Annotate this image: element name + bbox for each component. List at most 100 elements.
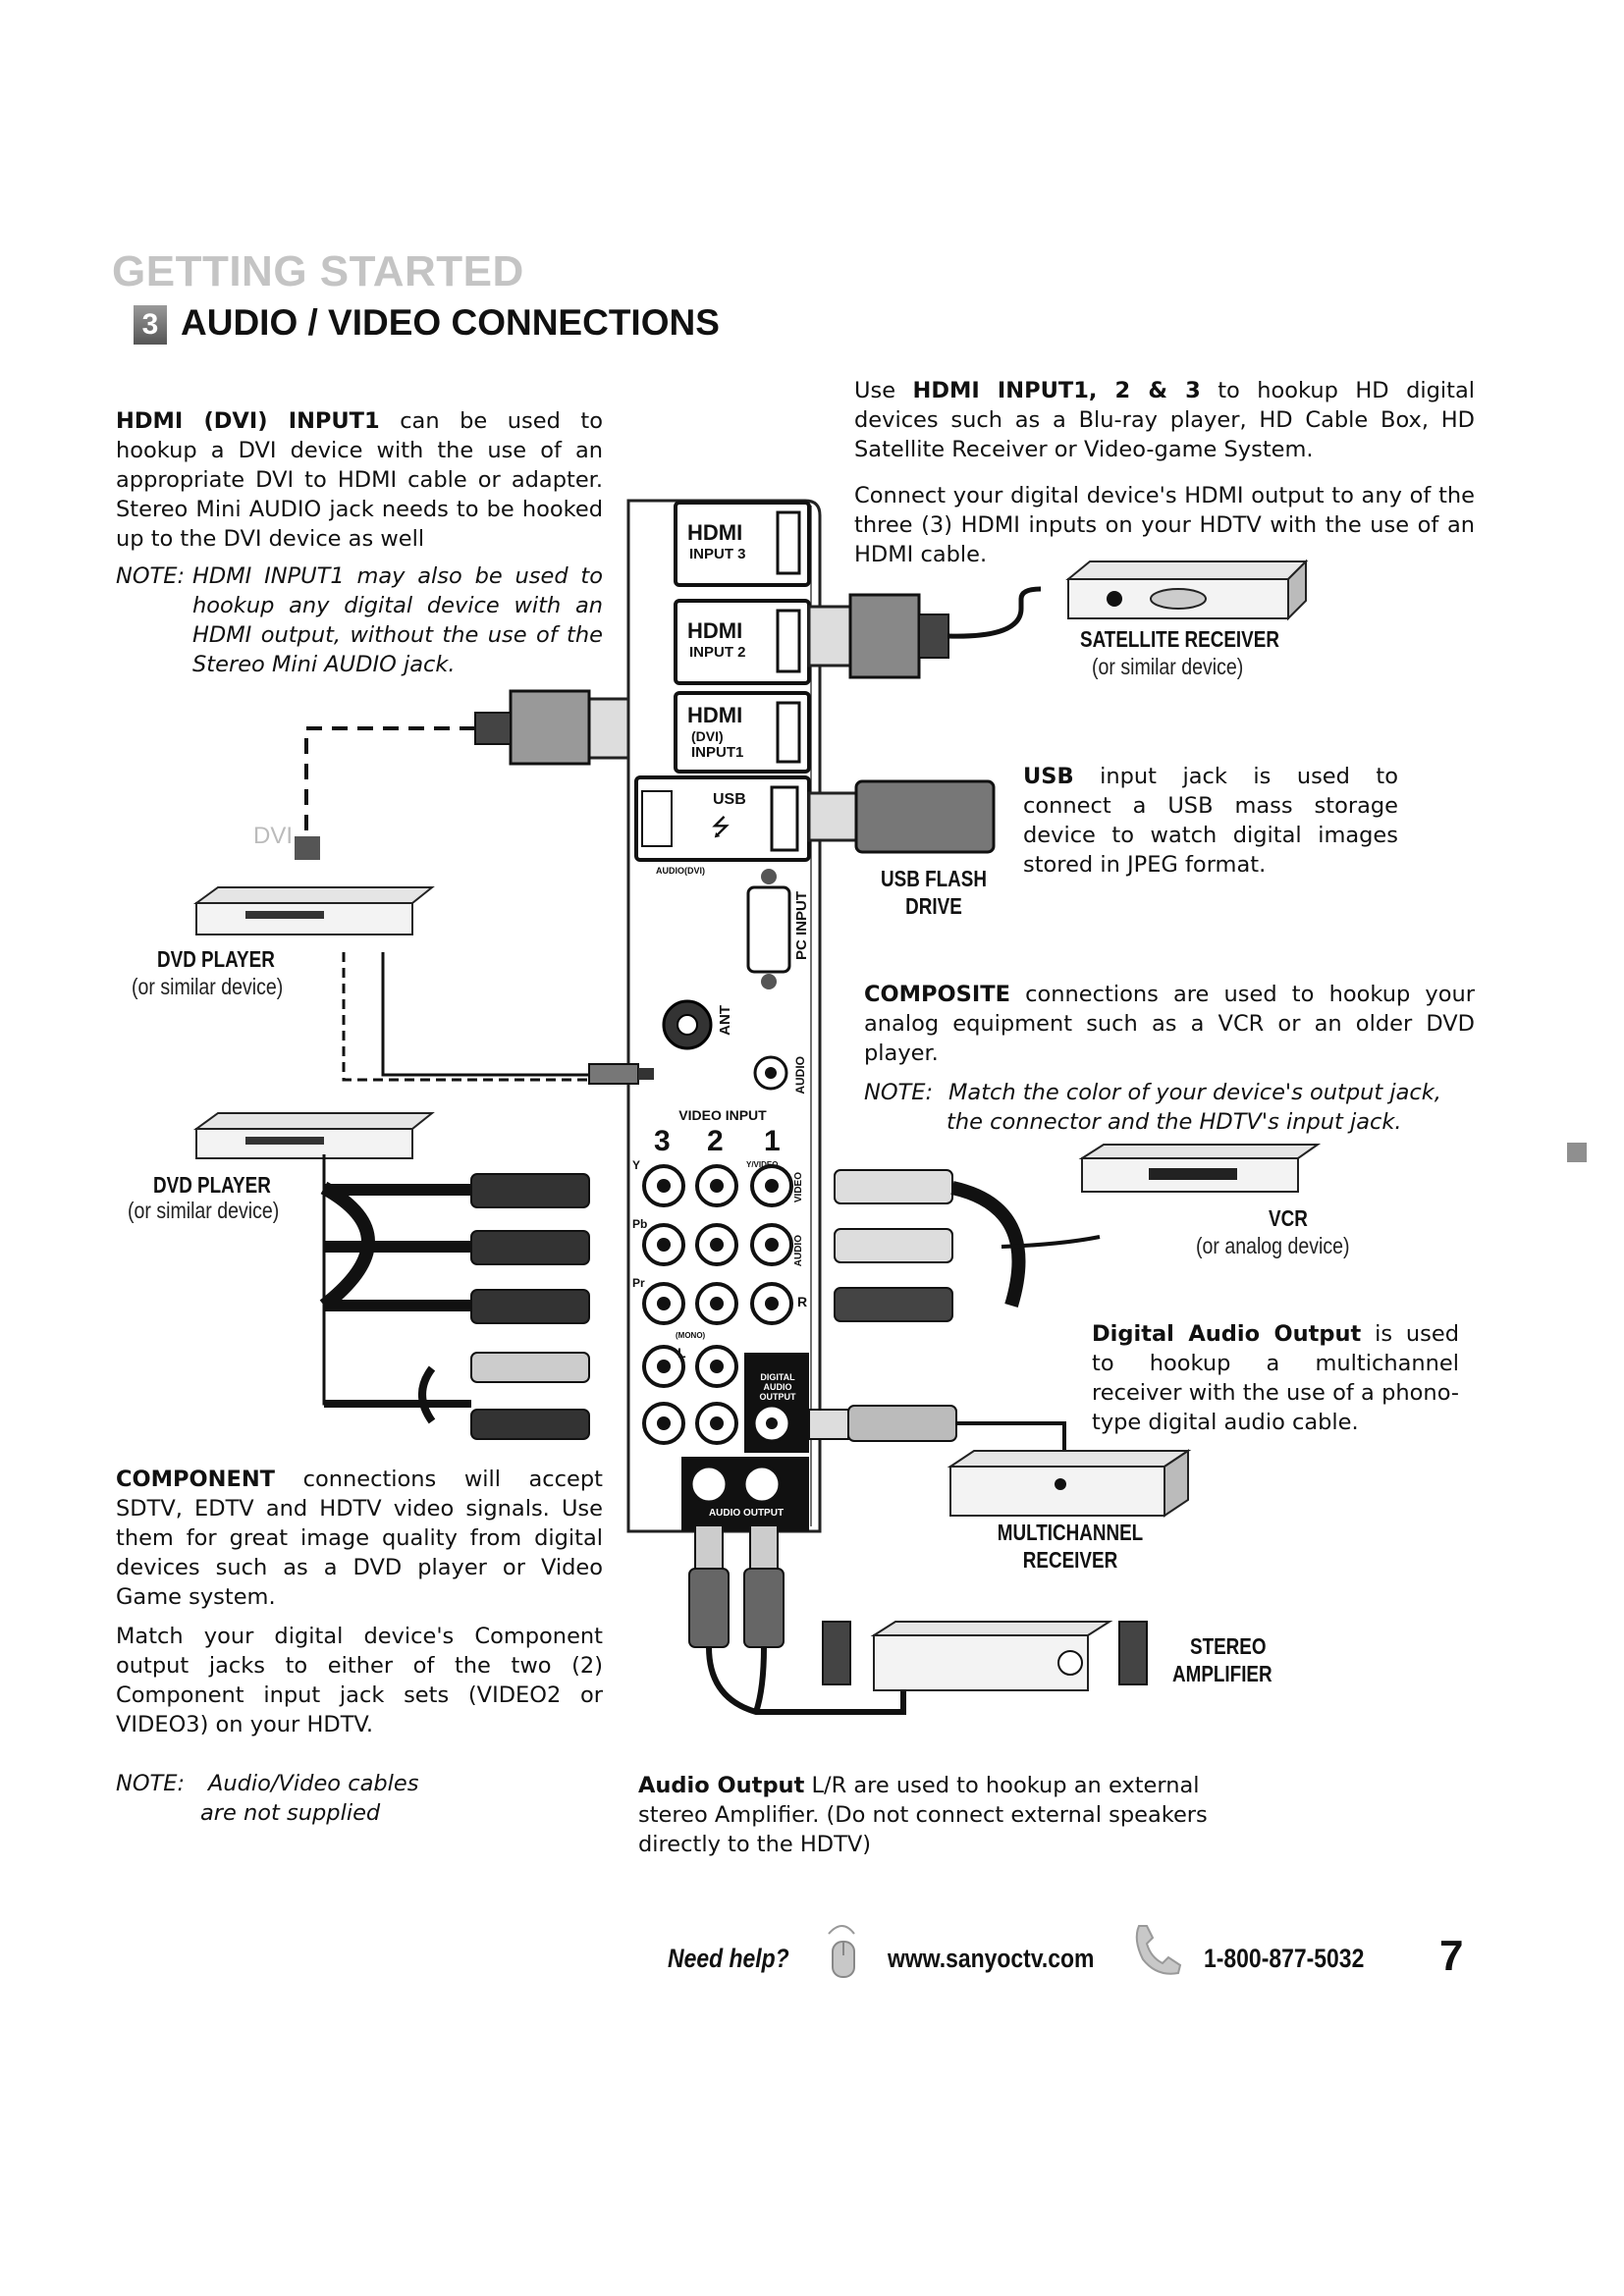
pc-input-label: PC INPUT [793, 891, 810, 961]
composite-lead: COMPOSITE [864, 982, 1010, 1007]
usb-icon: ⭍ [711, 814, 731, 841]
vcr-label: VCR [1269, 1205, 1308, 1231]
dvd-player-2-label: DVD PLAYER [153, 1172, 271, 1198]
jack-l-label: L [677, 1345, 686, 1361]
hdmi-inputs-lead: HDMI INPUT1, 2 & 3 [912, 378, 1201, 403]
footer-help: Need help? [668, 1944, 789, 1973]
video-input-label: VIDEO INPUT [678, 1107, 767, 1123]
hdmi-dvi-paragraph: HDMI (DVI) INPUT1 can be used to hookup … [116, 406, 603, 554]
jack-r-label: R [797, 1294, 808, 1309]
note-label: NOTE: [116, 563, 186, 589]
page-title: 3 AUDIO / VIDEO CONNECTIONS [134, 302, 720, 346]
ant-label: ANT [717, 1005, 733, 1036]
stereo-amplifier-device [822, 1621, 1148, 1691]
digital-audio-output-label: DIGITAL AUDIO OUTPUT [759, 1372, 796, 1402]
hdmi-note-text: HDMI INPUT1 may also be used to hookup a… [192, 563, 603, 677]
audio-output-cables [688, 1524, 906, 1715]
cables-note-line2: are not supplied [200, 1800, 381, 1826]
usb-flash-drive-device [807, 779, 996, 854]
digital-audio-paragraph: Digital Audio Output is used to hookup a… [1092, 1319, 1459, 1437]
audio-label: AUDIO [793, 1056, 807, 1095]
video-input-col2: 2 [707, 1125, 724, 1157]
cables-note-line1: Audio/Video cables [208, 1771, 419, 1796]
footer-phone: 1-800-877-5032 [1204, 1944, 1365, 1973]
hdmi-dvi-text: can be used to hookup a DVI device with … [116, 408, 603, 552]
hdmi-connect-paragraph: Connect your digital device's HDMI outpu… [854, 483, 1475, 567]
composite-note-line1: Match the color of your device's output … [948, 1080, 1441, 1105]
multichannel-receiver-label-2: RECEIVER [1022, 1547, 1118, 1573]
audio-output-lead: Audio Output [638, 1773, 805, 1798]
footer-url[interactable]: www.sanyoctv.com [888, 1944, 1095, 1973]
jack-mono-label: (MONO) [676, 1331, 706, 1340]
audio-output-block [681, 1457, 809, 1531]
vcr-device [1078, 1144, 1322, 1193]
usb-text: input jack is used to connect a USB mass… [1023, 764, 1398, 878]
composite-note-line2: the connector and the HDTV's input jack. [947, 1109, 1402, 1135]
hdmi-inputs-paragraph: Use HDMI INPUT1, 2 & 3 to hookup HD digi… [854, 376, 1475, 464]
composite-text: connections are used to hookup your anal… [864, 982, 1475, 1066]
multichannel-receiver-label-1: MULTICHANNEL [997, 1520, 1144, 1545]
side-audio-label: AUDIO [793, 1235, 804, 1267]
dvd-player-2-device [192, 1112, 435, 1159]
hdmi3-label: INPUT 3 [689, 546, 746, 562]
stereo-amplifier-label-2: AMPLIFIER [1172, 1661, 1272, 1686]
hdmi1-logo: HDMI [687, 703, 743, 727]
satellite-receiver-label: SATELLITE RECEIVER [1080, 626, 1279, 652]
hdmi2-logo: HDMI [687, 618, 743, 643]
stereo-mini-cable [342, 952, 654, 1085]
jack-y-video-label: Y/VIDEO [746, 1160, 779, 1169]
composite-cables [834, 1169, 1101, 1322]
jack-pr-label: Pr [632, 1276, 645, 1290]
hdmi3-logo: HDMI [687, 520, 743, 545]
page-title-text: AUDIO / VIDEO CONNECTIONS [181, 302, 720, 343]
section-heading: GETTING STARTED [112, 247, 524, 295]
hdmi-port-2 [674, 599, 811, 685]
mouse-icon [825, 1924, 860, 1981]
rca-jack-grid [642, 1164, 793, 1445]
usb-paragraph: USB input jack is used to connect a USB … [1023, 762, 1398, 880]
usb-port [634, 775, 811, 862]
component-match-paragraph: Match your digital device's Component ou… [116, 1624, 603, 1737]
page-number: 7 [1439, 1932, 1464, 1980]
dvd-player-1-device [192, 886, 435, 935]
satellite-receiver-sub: (or similar device) [1092, 654, 1244, 679]
audio-output-text: L/R are used to hookup an external stere… [638, 1773, 1208, 1857]
audio-output-paragraph: Audio Output L/R are used to hookup an e… [638, 1771, 1247, 1859]
hdmi-port-1 [674, 691, 811, 774]
stereo-amplifier-label-1: STEREO [1190, 1633, 1267, 1659]
step-number-badge: 3 [134, 305, 167, 346]
component-text: connections will accept SDTV, EDTV and H… [116, 1467, 603, 1610]
dvi-label: DVI [253, 823, 294, 849]
dvi-cable [295, 689, 630, 860]
audio-dvi-label: AUDIO(DVI) [656, 866, 705, 876]
composite-paragraph: COMPOSITE connections are used to hookup… [864, 980, 1475, 1068]
hdmi-port-3 [674, 501, 811, 587]
hdmi-inputs-text: to hookup HD digital devices such as a B… [854, 378, 1475, 462]
digital-audio-cable [808, 1405, 1066, 1451]
video-input-col1: 1 [764, 1125, 781, 1157]
antenna-port [662, 999, 713, 1050]
audio-output-label: AUDIO OUTPUT [708, 1508, 785, 1519]
digital-audio-text: is used to hookup a multichannel receive… [1092, 1321, 1459, 1435]
component-cables [319, 1154, 590, 1440]
phone-icon [1129, 1920, 1186, 1979]
usb-port-label: USB [713, 791, 746, 808]
component-lead: COMPONENT [116, 1467, 276, 1492]
jack-y-label: Y [632, 1158, 641, 1172]
hdmi2-label: INPUT 2 [689, 644, 746, 661]
side-tab-marker [1567, 1143, 1587, 1162]
dvd-player-1-sub: (or similar device) [132, 974, 284, 999]
pc-input-port [746, 869, 791, 989]
multichannel-receiver-device [947, 1449, 1192, 1518]
component-paragraph: COMPONENT connections will accept SDTV, … [116, 1465, 603, 1612]
dvd-player-2-sub: (or similar device) [128, 1198, 280, 1223]
hdmi1-label: INPUT1 [691, 744, 744, 761]
jack-pb-label: Pb [632, 1217, 648, 1231]
dvd-player-1-label: DVD PLAYER [157, 946, 275, 972]
hdmi-cable-satellite [807, 586, 1042, 679]
video-input-col3: 3 [654, 1125, 671, 1157]
hdmi-inputs-pre: Use [854, 378, 913, 403]
digital-audio-lead: Digital Audio Output [1092, 1321, 1362, 1347]
side-video-label: VIDEO [793, 1172, 804, 1203]
